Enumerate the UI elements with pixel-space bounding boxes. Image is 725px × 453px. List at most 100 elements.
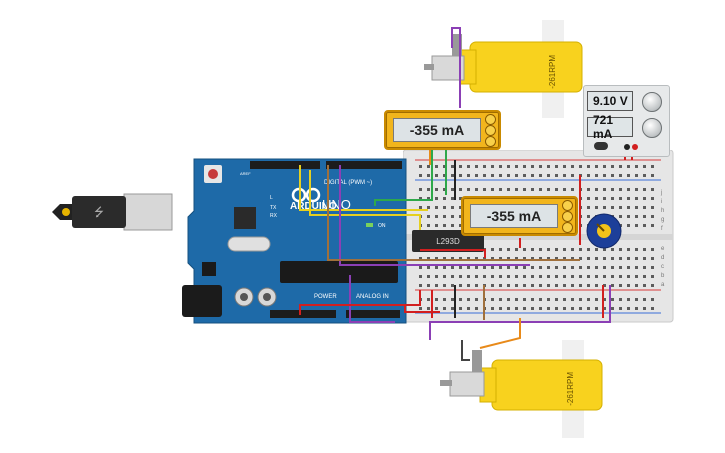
breadboard-hole[interactable] xyxy=(643,284,646,287)
breadboard-hole[interactable] xyxy=(651,174,654,177)
breadboard-hole[interactable] xyxy=(627,174,630,177)
breadboard-hole[interactable] xyxy=(467,257,470,260)
psu-positive-terminal[interactable] xyxy=(632,144,638,150)
breadboard-hole[interactable] xyxy=(427,215,430,218)
breadboard-hole[interactable] xyxy=(651,165,654,168)
breadboard-hole[interactable] xyxy=(467,165,470,168)
meter-jack-v[interactable] xyxy=(485,125,496,136)
dc-power-supply[interactable]: 9.10 V 721 mA xyxy=(583,85,670,157)
breadboard-hole[interactable] xyxy=(635,298,638,301)
breadboard-hole[interactable] xyxy=(571,307,574,310)
breadboard-hole[interactable] xyxy=(555,298,558,301)
breadboard-hole[interactable] xyxy=(443,174,446,177)
breadboard-hole[interactable] xyxy=(435,224,438,227)
breadboard-hole[interactable] xyxy=(595,266,598,269)
breadboard-hole[interactable] xyxy=(635,307,638,310)
breadboard-hole[interactable] xyxy=(603,275,606,278)
breadboard-hole[interactable] xyxy=(467,298,470,301)
breadboard-hole[interactable] xyxy=(555,165,558,168)
breadboard-hole[interactable] xyxy=(627,215,630,218)
breadboard-hole[interactable] xyxy=(643,248,646,251)
breadboard-hole[interactable] xyxy=(459,257,462,260)
breadboard-hole[interactable] xyxy=(443,307,446,310)
breadboard-hole[interactable] xyxy=(651,307,654,310)
breadboard-hole[interactable] xyxy=(419,284,422,287)
breadboard-hole[interactable] xyxy=(619,275,622,278)
breadboard-hole[interactable] xyxy=(443,206,446,209)
breadboard-hole[interactable] xyxy=(451,215,454,218)
breadboard-hole[interactable] xyxy=(443,188,446,191)
breadboard-hole[interactable] xyxy=(595,197,598,200)
breadboard-hole[interactable] xyxy=(499,174,502,177)
breadboard-hole[interactable] xyxy=(491,266,494,269)
breadboard-hole[interactable] xyxy=(451,275,454,278)
breadboard-hole[interactable] xyxy=(483,257,486,260)
breadboard-hole[interactable] xyxy=(419,174,422,177)
breadboard-hole[interactable] xyxy=(435,174,438,177)
potentiometer[interactable] xyxy=(585,211,623,251)
breadboard-hole[interactable] xyxy=(643,197,646,200)
breadboard-hole[interactable] xyxy=(619,298,622,301)
breadboard-hole[interactable] xyxy=(627,248,630,251)
breadboard-hole[interactable] xyxy=(547,298,550,301)
breadboard-hole[interactable] xyxy=(627,206,630,209)
breadboard-hole[interactable] xyxy=(619,248,622,251)
breadboard-hole[interactable] xyxy=(619,215,622,218)
breadboard-hole[interactable] xyxy=(459,215,462,218)
breadboard-hole[interactable] xyxy=(579,257,582,260)
breadboard-hole[interactable] xyxy=(619,188,622,191)
breadboard-hole[interactable] xyxy=(499,165,502,168)
breadboard-hole[interactable] xyxy=(499,307,502,310)
breadboard-hole[interactable] xyxy=(539,257,542,260)
breadboard-hole[interactable] xyxy=(435,257,438,260)
breadboard-hole[interactable] xyxy=(571,248,574,251)
breadboard-hole[interactable] xyxy=(451,224,454,227)
breadboard-hole[interactable] xyxy=(459,266,462,269)
breadboard-hole[interactable] xyxy=(531,266,534,269)
breadboard-hole[interactable] xyxy=(435,197,438,200)
breadboard-hole[interactable] xyxy=(483,174,486,177)
breadboard-hole[interactable] xyxy=(515,188,518,191)
breadboard-hole[interactable] xyxy=(523,284,526,287)
breadboard-hole[interactable] xyxy=(571,165,574,168)
breadboard-hole[interactable] xyxy=(619,266,622,269)
breadboard-hole[interactable] xyxy=(459,284,462,287)
breadboard-hole[interactable] xyxy=(627,266,630,269)
breadboard-hole[interactable] xyxy=(595,284,598,287)
breadboard-hole[interactable] xyxy=(475,307,478,310)
breadboard-hole[interactable] xyxy=(491,188,494,191)
breadboard-hole[interactable] xyxy=(627,284,630,287)
breadboard-hole[interactable] xyxy=(443,275,446,278)
breadboard-hole[interactable] xyxy=(523,257,526,260)
breadboard-hole[interactable] xyxy=(531,257,534,260)
breadboard-hole[interactable] xyxy=(547,275,550,278)
breadboard-hole[interactable] xyxy=(595,257,598,260)
breadboard-hole[interactable] xyxy=(523,298,526,301)
breadboard-hole[interactable] xyxy=(499,266,502,269)
breadboard-hole[interactable] xyxy=(595,248,598,251)
dc-power-jack[interactable] xyxy=(182,285,222,317)
breadboard-hole[interactable] xyxy=(563,298,566,301)
breadboard-hole[interactable] xyxy=(531,248,534,251)
breadboard-hole[interactable] xyxy=(515,257,518,260)
breadboard-hole[interactable] xyxy=(499,248,502,251)
breadboard-hole[interactable] xyxy=(451,165,454,168)
breadboard-hole[interactable] xyxy=(435,284,438,287)
breadboard-hole[interactable] xyxy=(587,174,590,177)
breadboard-hole[interactable] xyxy=(475,174,478,177)
breadboard-hole[interactable] xyxy=(427,224,430,227)
breadboard-hole[interactable] xyxy=(563,188,566,191)
breadboard-hole[interactable] xyxy=(475,298,478,301)
breadboard-hole[interactable] xyxy=(611,197,614,200)
breadboard-hole[interactable] xyxy=(643,174,646,177)
psu-power-switch[interactable] xyxy=(594,142,608,150)
breadboard-hole[interactable] xyxy=(475,275,478,278)
breadboard-hole[interactable] xyxy=(531,298,534,301)
breadboard-hole[interactable] xyxy=(459,224,462,227)
breadboard-hole[interactable] xyxy=(539,284,542,287)
breadboard-hole[interactable] xyxy=(467,174,470,177)
breadboard-hole[interactable] xyxy=(635,188,638,191)
breadboard-hole[interactable] xyxy=(555,257,558,260)
breadboard-hole[interactable] xyxy=(475,266,478,269)
breadboard-hole[interactable] xyxy=(539,307,542,310)
